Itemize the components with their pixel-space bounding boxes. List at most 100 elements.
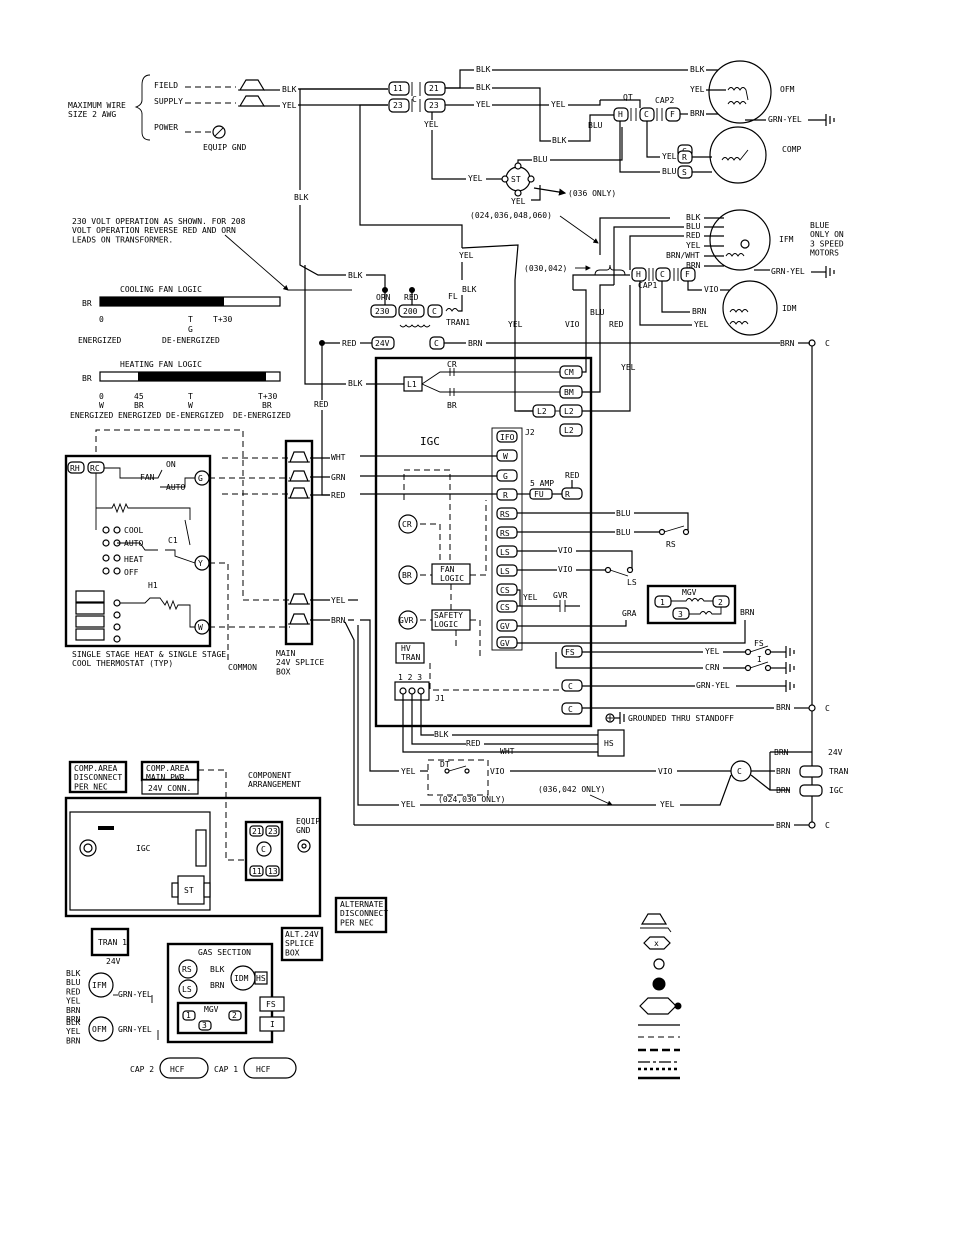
wire-yel-supply: YEL bbox=[282, 101, 297, 110]
equip-gnd-label: EQUIP GND bbox=[203, 143, 247, 152]
mgv-3: 3 bbox=[678, 610, 683, 619]
igc-board: IGC J2 CM BM L2 L2 L2 L1 BLK CR BR IFO W… bbox=[304, 265, 593, 728]
cap2-f: F bbox=[670, 110, 675, 119]
tap-200: 200 bbox=[403, 307, 418, 316]
wire-vio-cm: VIO bbox=[565, 320, 580, 329]
wire-yel-fs: YEL bbox=[705, 647, 720, 656]
note-036042: (036,042 ONLY) bbox=[538, 785, 605, 794]
wire-yel-2: YEL bbox=[551, 100, 566, 109]
wire-brn-c-right: BRN bbox=[780, 339, 795, 348]
terminal-23: 23 bbox=[393, 101, 403, 110]
wire-yel-tran: YEL bbox=[508, 320, 523, 329]
heating-logic-title: HEATING FAN LOGIC bbox=[120, 360, 202, 369]
cap1-label: CAP1 bbox=[638, 281, 657, 290]
thermostat: RH RC ON FAN AUTO G Y W COOL AUTO HEAT O… bbox=[64, 429, 290, 672]
tran1-label: TRAN1 bbox=[446, 318, 470, 327]
comp-r: R bbox=[682, 153, 687, 162]
splice-connector-icon bbox=[288, 613, 310, 625]
wire-yel-3: YEL bbox=[424, 120, 439, 129]
j2-label: J2 bbox=[525, 428, 535, 437]
tstat-g: G bbox=[198, 474, 203, 483]
wire-blu-comp: BLU bbox=[662, 167, 677, 176]
tstat-common: COMMON bbox=[228, 663, 257, 672]
wire-blk-5: BLK bbox=[348, 271, 363, 280]
rollout-switch-rs: RS bbox=[658, 525, 690, 549]
br-circle: BR bbox=[402, 571, 412, 580]
arr-cap2: CAP 2 bbox=[130, 1065, 154, 1074]
heat-sub-0: W bbox=[99, 401, 104, 410]
term-ifo: IFO bbox=[500, 433, 515, 442]
field-label: FIELD bbox=[154, 81, 178, 90]
wire-brn-c: BRN bbox=[468, 339, 483, 348]
arr-cap2-hcf: HCF bbox=[170, 1065, 185, 1074]
wire-red-igc: RED bbox=[314, 400, 329, 409]
wire-vio-ls1: VIO bbox=[558, 546, 573, 555]
heat-state-0: ENERGIZED bbox=[70, 411, 114, 420]
compressor: C R S COMP bbox=[677, 126, 801, 184]
outdoor-fan-motor: YEL OFM GRN-YEL bbox=[690, 60, 835, 126]
wire-grn-yel-ofm: GRN-YEL bbox=[768, 115, 802, 124]
igc-label: IGC bbox=[420, 435, 440, 448]
rs-label: RS bbox=[666, 540, 676, 549]
arr-igc: IGC bbox=[136, 844, 151, 853]
igc-label-right: IGC bbox=[829, 786, 844, 795]
wire-red-bm: RED bbox=[609, 320, 624, 329]
cr-circle: CR bbox=[402, 520, 412, 529]
wire-blk-1: BLK bbox=[476, 65, 491, 74]
arr-mgv: MGV bbox=[204, 1005, 219, 1014]
tstat-heat: HEAT bbox=[124, 555, 143, 564]
heat-tick-0: 0 bbox=[99, 392, 104, 401]
arr-hs: HS bbox=[256, 974, 266, 983]
arr-blk: BLK bbox=[210, 965, 225, 974]
wire-yel-dt: YEL bbox=[401, 767, 416, 776]
tran-c2: C bbox=[434, 339, 439, 348]
terminal-11: 11 bbox=[393, 84, 403, 93]
ground-icon bbox=[825, 114, 835, 126]
splice-connector-icon bbox=[288, 593, 310, 605]
wire-blk-fl: BLK bbox=[462, 285, 477, 294]
arr-cap1: CAP 1 bbox=[214, 1065, 238, 1074]
heating-bar bbox=[138, 372, 266, 381]
arr-t23: 23 bbox=[268, 827, 278, 836]
note-036-only: (036 ONLY) bbox=[568, 189, 616, 198]
ground-icon bbox=[619, 712, 625, 724]
arr-ifm: IFM bbox=[92, 981, 107, 990]
wire-yel-st: YEL bbox=[468, 174, 483, 183]
tstat-rh: RH bbox=[70, 464, 80, 473]
c-splice: C bbox=[737, 767, 742, 776]
wire-brn-splice: BRN bbox=[331, 616, 346, 625]
term-l2c: L2 bbox=[564, 426, 574, 435]
wire-blk-2: BLK bbox=[476, 83, 491, 92]
ground-icon bbox=[825, 266, 835, 278]
arr-tran1: TRAN 1 bbox=[98, 938, 127, 947]
wire-yel-ifm: YEL bbox=[686, 241, 701, 250]
term-ls2: LS bbox=[500, 567, 510, 576]
cap1-h: H bbox=[636, 270, 641, 279]
inducer-motor: IDM bbox=[722, 280, 797, 336]
wire-brn-ifm: BRN bbox=[686, 261, 701, 270]
cooling-br: BR bbox=[82, 299, 92, 308]
heat-state-1: ENERGIZED bbox=[118, 411, 162, 420]
l1-label: L1 bbox=[407, 380, 417, 389]
term-rs1: RS bbox=[500, 510, 510, 519]
heat-state-2: DE-ENERGIZED bbox=[166, 411, 224, 420]
heat-tick-t30: T+30 bbox=[258, 392, 277, 401]
tstat-off: OFF bbox=[124, 568, 139, 577]
wire-vio-ls2: VIO bbox=[558, 565, 573, 574]
heat-sub-3: BR bbox=[262, 401, 272, 410]
wire-blk-l1: BLK bbox=[348, 379, 363, 388]
tstat-fan: FAN bbox=[140, 473, 155, 482]
comp-s: S bbox=[682, 168, 687, 177]
label-24v: 24V bbox=[828, 748, 843, 757]
fs-label: FS bbox=[754, 639, 764, 648]
wire-vio-dt: VIO bbox=[658, 767, 673, 776]
wire-blk-hs: BLK bbox=[434, 730, 449, 739]
cap1-c: C bbox=[660, 270, 665, 279]
